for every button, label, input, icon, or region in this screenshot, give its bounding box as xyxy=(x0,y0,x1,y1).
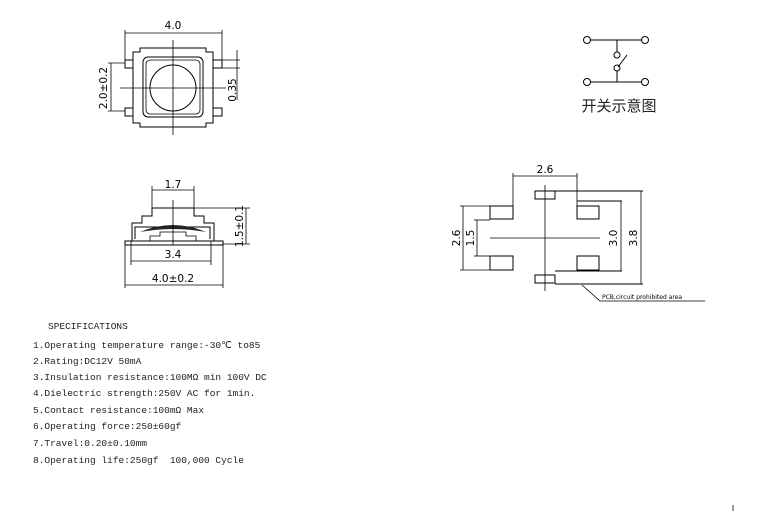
cap-dim: 1.7 xyxy=(165,179,182,191)
top-pitch-dim: 2.0±0.2 xyxy=(98,67,110,109)
side-view-drawing: 1.7 1.5±0.1 3.4 4.0±0.2 xyxy=(124,179,250,288)
fp-left-outer-dim: 2.6 xyxy=(451,229,463,246)
fp-right-inner-dim: 3.0 xyxy=(608,230,620,247)
height-dim: 1.5±0.1 xyxy=(234,205,246,247)
spec-title: SPECIFICATIONS xyxy=(48,321,128,332)
fp-note: PCB,circuit prohibited area xyxy=(602,294,682,301)
spec-item: 8.Operating life:250gf 100,000 Cycle xyxy=(33,455,244,466)
top-view-drawing: 4.0 2.0±0.2 0.35 xyxy=(98,20,240,135)
spec-item: 6.Operating force:250±60gf xyxy=(33,421,182,432)
spec-item: 4.Dielectric strength:250V AC for 1min. xyxy=(33,388,256,399)
fp-left-inner-dim: 1.5 xyxy=(465,230,477,247)
pcb-footprint-drawing: 2.6 2.6 1.5 3.0 3.8 PCB,circuit prohibit… xyxy=(451,164,705,302)
switch-schematic: 开关示意图 xyxy=(581,36,657,115)
top-terminal-dim: 0.35 xyxy=(227,78,239,101)
spec-item: 2.Rating:DC12V 50mA xyxy=(33,356,142,367)
body-dim: 3.4 xyxy=(165,249,182,261)
fp-right-outer-dim: 3.8 xyxy=(628,230,640,247)
fp-top-dim: 2.6 xyxy=(537,164,554,176)
overall-dim: 4.0±0.2 xyxy=(152,273,194,285)
spec-item: 3.Insulation resistance:100MΩ min 100V D… xyxy=(33,372,267,383)
schematic-caption: 开关示意图 xyxy=(581,97,656,115)
spec-item: 7.Travel:0.20±0.10mm xyxy=(33,438,148,449)
spec-item: 5.Contact resistance:100mΩ Max xyxy=(33,405,205,416)
spec-item: 1.Operating temperature range:-30℃ to85 xyxy=(33,340,261,351)
top-width-dim: 4.0 xyxy=(165,20,182,32)
